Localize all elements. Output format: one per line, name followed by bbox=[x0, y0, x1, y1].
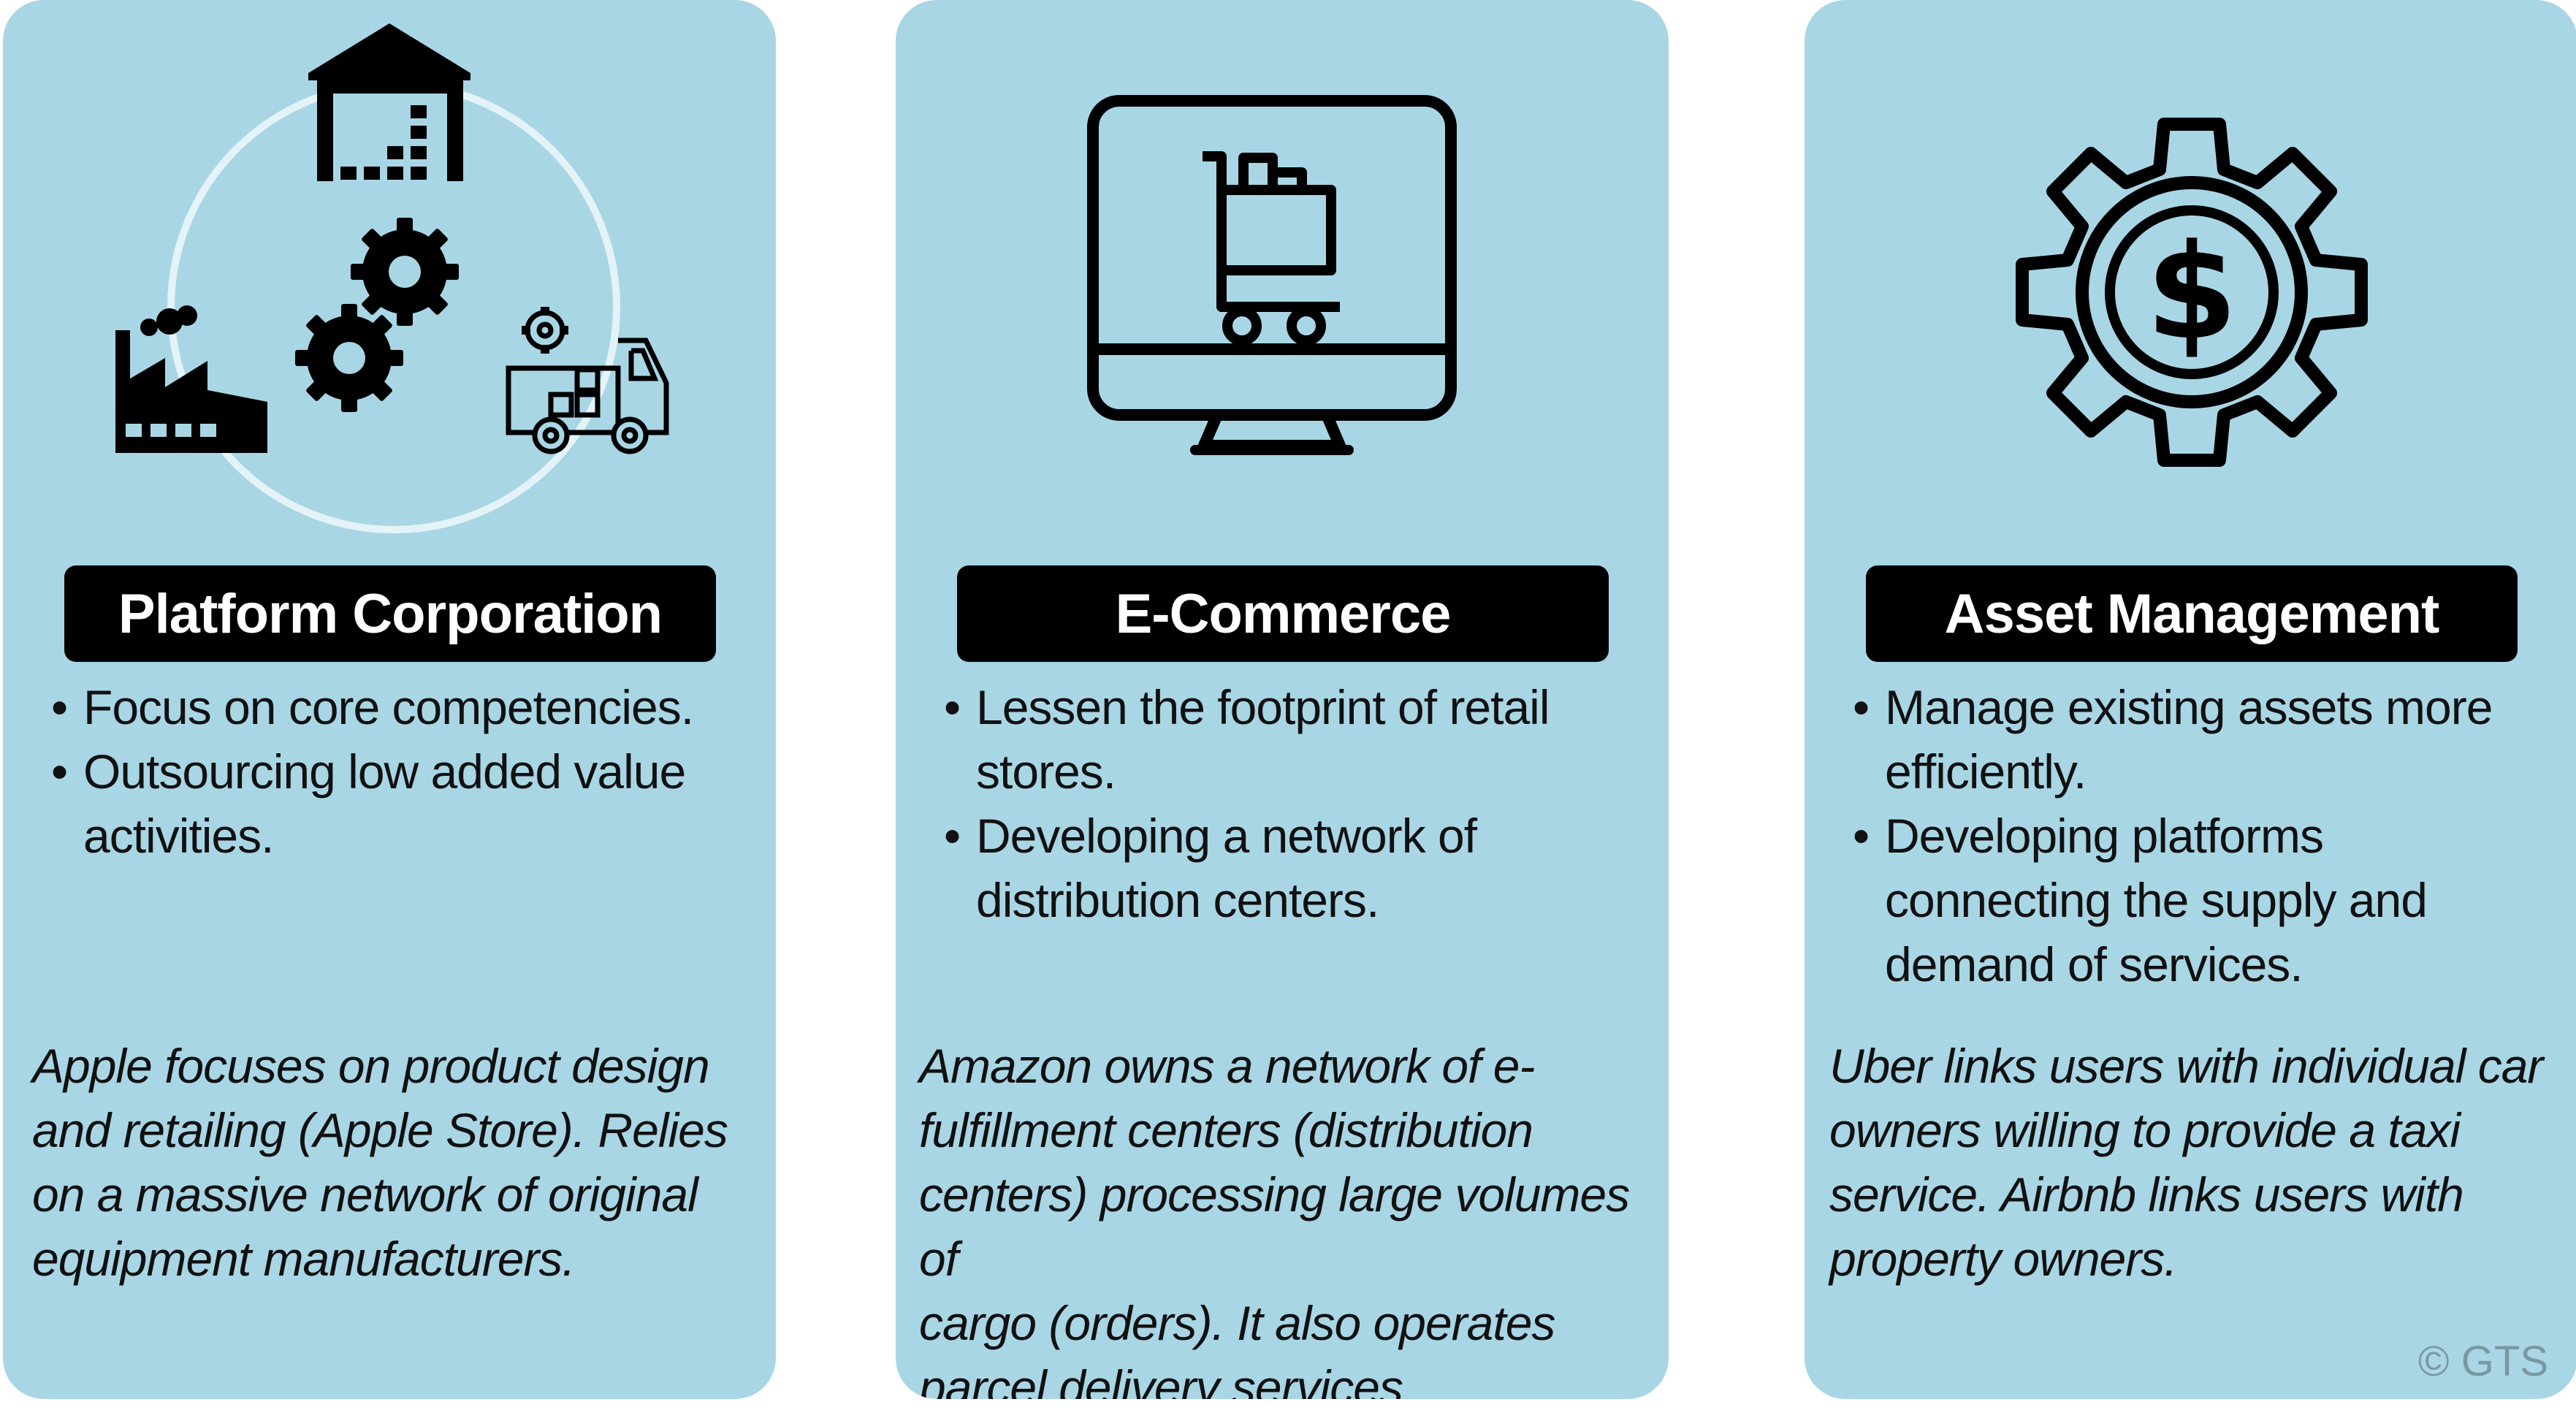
copyright-label: © GTS bbox=[2417, 1338, 2548, 1385]
example-text: Amazon owns a network of e- fulfillment … bbox=[919, 1039, 1630, 1399]
bullet-text: Focus on core competencies. bbox=[83, 680, 694, 734]
bullet-list: •Focus on core competencies. •Outsourcin… bbox=[51, 675, 752, 868]
delivery-truck-icon bbox=[506, 307, 669, 454]
gears-icon bbox=[295, 218, 459, 412]
bullet-text: Developing a network of distribution cen… bbox=[976, 809, 1477, 927]
svg-text:$: $ bbox=[2146, 216, 2237, 369]
bullet-text: Developing platforms connecting the supp… bbox=[1885, 809, 2428, 991]
bullet-text: Lessen the footprint of retail stores. bbox=[976, 680, 1550, 799]
dollar-gear-icon: $ bbox=[2016, 118, 2368, 467]
factory-icon bbox=[115, 305, 267, 453]
card-title: Asset Management bbox=[1866, 565, 2518, 662]
list-item: •Developing platforms connecting the sup… bbox=[1853, 809, 2428, 991]
example-text: Uber links users with individual car own… bbox=[1829, 1039, 2543, 1286]
list-item: •Focus on core competencies. bbox=[51, 680, 694, 734]
list-item: •Lessen the footprint of retail stores. bbox=[944, 680, 1550, 799]
supply-chain-illustration bbox=[3, 0, 776, 555]
asset-management-card: $ Asset Management •Manage existing asse… bbox=[1805, 0, 2576, 1399]
monitor-cart-icon bbox=[1087, 95, 1457, 455]
bullet-text: Outsourcing low added value activities. bbox=[83, 744, 686, 863]
bullet-list: •Lessen the footprint of retail stores. … bbox=[944, 675, 1645, 932]
bullet-text: Manage existing assets more efficiently. bbox=[1885, 680, 2493, 799]
list-item: •Manage existing assets more efficiently… bbox=[1853, 680, 2493, 799]
list-item: •Developing a network of distribution ce… bbox=[944, 809, 1477, 927]
list-item: •Outsourcing low added value activities. bbox=[51, 744, 686, 863]
asset-management-illustration: $ bbox=[1805, 0, 2576, 555]
bullet-list: •Manage existing assets more efficiently… bbox=[1853, 675, 2554, 996]
online-shopping-illustration bbox=[896, 0, 1669, 555]
e-commerce-card: E-Commerce •Lessen the footprint of reta… bbox=[896, 0, 1669, 1399]
card-title: Platform Corporation bbox=[64, 565, 716, 662]
warehouse-icon bbox=[308, 23, 470, 181]
example-text: Apple focuses on product design and reta… bbox=[32, 1039, 728, 1286]
card-title: E-Commerce bbox=[957, 565, 1609, 662]
platform-corporation-card: Platform Corporation •Focus on core comp… bbox=[3, 0, 776, 1399]
